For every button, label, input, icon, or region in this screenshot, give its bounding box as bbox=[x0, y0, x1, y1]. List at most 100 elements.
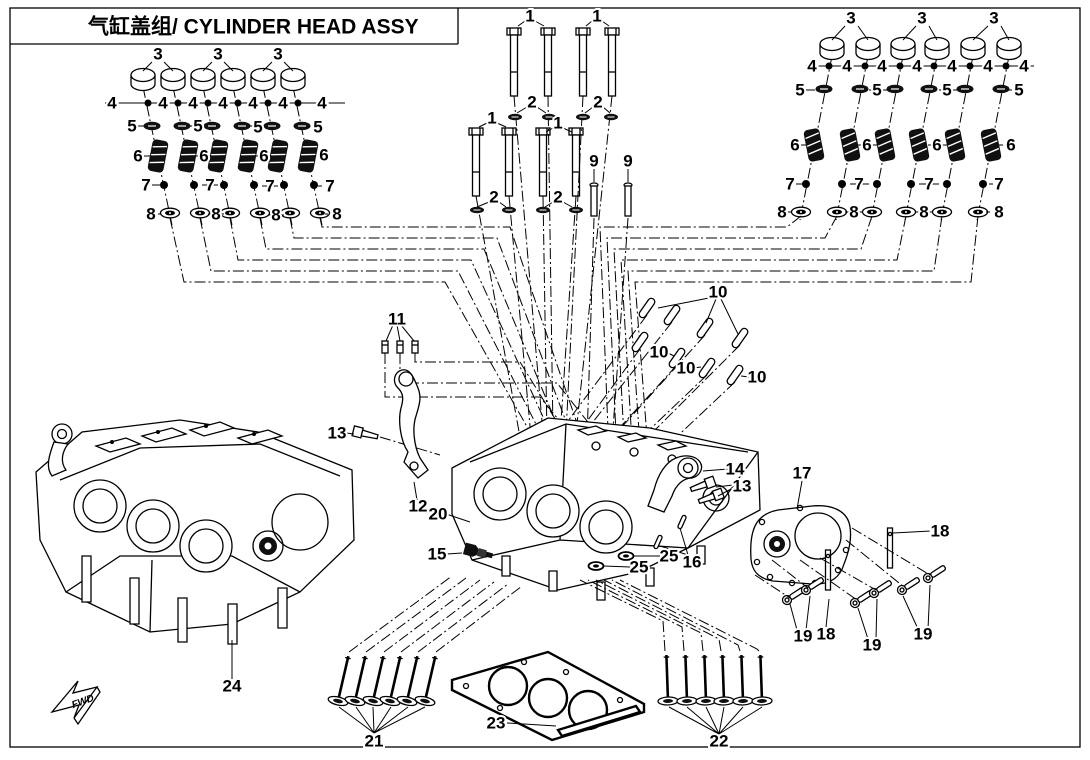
callout-8: 8 bbox=[994, 203, 1003, 222]
callout-5: 5 bbox=[1014, 81, 1023, 100]
callout-5: 5 bbox=[795, 81, 804, 100]
callout-10: 10 bbox=[748, 368, 767, 387]
bracket bbox=[393, 369, 429, 479]
head-studs bbox=[501, 545, 706, 601]
callout-5: 5 bbox=[313, 118, 322, 137]
callout-leaders bbox=[476, 106, 611, 208]
callout-14: 14 bbox=[726, 460, 745, 479]
callout-21: 21 bbox=[365, 732, 384, 751]
assembly-axis bbox=[379, 436, 441, 456]
callout-5: 5 bbox=[872, 81, 881, 100]
callout-4: 4 bbox=[983, 57, 993, 76]
head-gasket bbox=[450, 650, 646, 742]
fwd-arrow: FWD bbox=[50, 680, 101, 726]
callout-leaders bbox=[659, 527, 689, 556]
right-valvetrain-cluster bbox=[788, 25, 1034, 220]
callout-leaders bbox=[788, 89, 1012, 213]
callout-6: 6 bbox=[133, 147, 142, 166]
callout-6: 6 bbox=[259, 147, 268, 166]
callout-16: 16 bbox=[683, 553, 702, 572]
callout-leaders bbox=[593, 169, 629, 182]
callout-leaders bbox=[789, 480, 932, 640]
callout-2: 2 bbox=[553, 188, 562, 207]
assembly-axes bbox=[579, 579, 760, 652]
callout-8: 8 bbox=[919, 203, 928, 222]
callout-3: 3 bbox=[989, 9, 998, 28]
callout-4: 4 bbox=[188, 94, 198, 113]
callout-7: 7 bbox=[325, 177, 334, 196]
sensor bbox=[462, 542, 494, 559]
callout-4: 4 bbox=[807, 57, 817, 76]
callout-8: 8 bbox=[211, 205, 220, 224]
right-cluster-assembly-lines bbox=[599, 215, 979, 451]
cam-caps bbox=[94, 421, 284, 453]
callout-leaders bbox=[345, 432, 418, 501]
assembly-axes bbox=[586, 217, 629, 444]
callout-8: 8 bbox=[332, 205, 341, 224]
callout-6: 6 bbox=[319, 146, 328, 165]
callout-7: 7 bbox=[924, 175, 933, 194]
callout-7: 7 bbox=[205, 176, 214, 195]
callout-25: 25 bbox=[630, 558, 649, 577]
callout-5: 5 bbox=[127, 117, 136, 136]
callout-leaders bbox=[478, 20, 610, 133]
head-studs bbox=[81, 555, 288, 645]
callout-3: 3 bbox=[153, 45, 162, 64]
callout-8: 8 bbox=[777, 203, 786, 222]
bracket-group bbox=[345, 369, 441, 501]
intake-valve-group bbox=[326, 575, 523, 734]
assembly-axes bbox=[754, 527, 931, 601]
assembly-axes bbox=[475, 95, 613, 438]
callout-5: 5 bbox=[253, 118, 262, 137]
callout-4: 4 bbox=[1019, 57, 1029, 76]
callout-4: 4 bbox=[248, 94, 258, 113]
callout-13: 13 bbox=[328, 424, 347, 443]
callout-5: 5 bbox=[193, 117, 202, 136]
callout-leaders bbox=[702, 468, 734, 497]
callout-leaders bbox=[657, 296, 750, 378]
callout-9: 9 bbox=[589, 152, 598, 171]
callout-4: 4 bbox=[107, 94, 117, 113]
cylinder-head-assembly bbox=[35, 419, 355, 679]
valve-guide-group bbox=[564, 296, 750, 463]
callout-25: 25 bbox=[660, 547, 679, 566]
callout-leaders bbox=[385, 324, 415, 342]
callout-6: 6 bbox=[932, 136, 941, 155]
callout-10: 10 bbox=[709, 283, 728, 302]
sheet-border bbox=[9, 7, 1081, 748]
callout-leaders bbox=[668, 706, 763, 735]
cylinder-head bbox=[445, 417, 761, 601]
callout-7: 7 bbox=[854, 175, 863, 194]
callout-15: 15 bbox=[428, 545, 447, 564]
callout-3: 3 bbox=[846, 9, 855, 28]
callout-9: 9 bbox=[623, 152, 632, 171]
callout-6: 6 bbox=[1006, 136, 1015, 155]
callout-10: 10 bbox=[677, 359, 696, 378]
callout-3: 3 bbox=[213, 45, 222, 64]
callout-8: 8 bbox=[271, 206, 280, 225]
callout-23: 23 bbox=[487, 714, 506, 733]
callout-leaders bbox=[603, 555, 660, 568]
callout-22: 22 bbox=[710, 732, 729, 751]
callout-6: 6 bbox=[862, 136, 871, 155]
exhaust-valve-group bbox=[579, 579, 774, 735]
callout-leader bbox=[445, 513, 471, 523]
callout-7: 7 bbox=[785, 175, 794, 194]
left-valvetrain-cluster bbox=[105, 61, 345, 225]
callout-18: 18 bbox=[931, 522, 950, 541]
callout-20: 20 bbox=[429, 505, 448, 524]
callout-13: 13 bbox=[733, 477, 752, 496]
cover-group bbox=[750, 480, 948, 640]
callout-leaders bbox=[831, 25, 1010, 41]
callout-labels: 3 3 3 3 3 3 4 4 4 4 4 4 4 4 4 4 4 4 4 4 … bbox=[105, 5, 1031, 753]
callout-19: 19 bbox=[914, 625, 933, 644]
callout-1: 1 bbox=[553, 114, 562, 133]
callout-2: 2 bbox=[489, 188, 498, 207]
bracket-hole bbox=[398, 371, 414, 387]
callout-4: 4 bbox=[218, 94, 228, 113]
left-cluster-assembly-lines bbox=[169, 217, 581, 433]
callout-8: 8 bbox=[146, 205, 155, 224]
callout-1: 1 bbox=[525, 7, 534, 26]
